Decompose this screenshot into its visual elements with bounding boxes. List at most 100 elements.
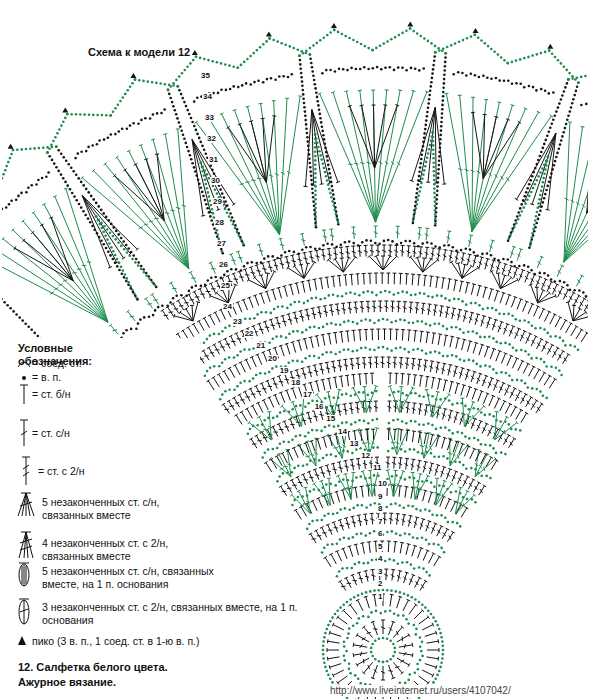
chain-dot <box>390 503 393 506</box>
chain-dot <box>446 355 449 358</box>
chain-dot <box>390 589 393 592</box>
stitch-top <box>420 331 424 332</box>
chain-dot <box>348 627 351 630</box>
chain-dot <box>427 394 430 397</box>
chain-dot <box>382 346 385 349</box>
chain-dot <box>334 484 337 487</box>
chain-dot <box>436 514 439 517</box>
chain-dot <box>492 415 495 418</box>
chain-dot <box>488 365 491 368</box>
stitch-symbol <box>412 431 414 442</box>
stitch-symbol <box>489 396 493 406</box>
chain-dot <box>439 398 442 401</box>
stitch-symbol <box>451 502 456 512</box>
chain-dot <box>326 543 329 546</box>
chain-dot <box>456 522 459 525</box>
stitch-top <box>438 639 439 643</box>
stitch-symbol <box>495 423 517 440</box>
chain-dot <box>421 349 424 352</box>
chain-dot <box>464 405 467 408</box>
stitch-symbol <box>330 633 342 637</box>
chain-dot <box>399 318 402 321</box>
stitch-symbol <box>422 625 433 630</box>
stitch-symbol <box>462 340 465 351</box>
chain-dot <box>322 644 325 647</box>
chain-dot <box>321 353 324 356</box>
stitch-cross <box>306 315 310 316</box>
chain-dot <box>327 512 330 515</box>
chain-dot <box>326 628 329 631</box>
stitch-symbol <box>505 404 510 414</box>
chain-dot <box>524 382 527 385</box>
chain-dot <box>472 360 475 363</box>
chain-dot <box>233 356 236 359</box>
stitch-top <box>335 491 339 492</box>
chain-dot <box>451 432 454 435</box>
chain-dot <box>477 439 480 442</box>
chain-dot <box>377 474 380 477</box>
stitch-symbol <box>293 388 297 398</box>
stitch-symbol <box>544 376 550 385</box>
chain-dot <box>326 323 329 326</box>
stitch-symbol <box>423 491 426 502</box>
stitch-symbol <box>357 635 369 642</box>
chain-dot <box>355 448 358 451</box>
chain-dot <box>360 475 363 478</box>
chain-dot <box>364 477 367 480</box>
stitch-top <box>288 418 292 420</box>
stitch-top <box>476 314 480 315</box>
stitch-symbol <box>399 486 400 497</box>
stitch-top <box>371 678 375 679</box>
chain-dot <box>471 498 474 501</box>
chain-dot <box>386 589 389 592</box>
stitch-symbol <box>343 490 346 501</box>
stitch-top <box>443 408 447 409</box>
chain-dot <box>508 343 511 346</box>
stitch-symbol <box>401 430 402 441</box>
chain-dot <box>395 474 398 477</box>
chain-dot <box>329 678 332 681</box>
stitch-top <box>257 323 261 324</box>
chain-dot <box>283 410 286 413</box>
chain-dot <box>369 319 372 322</box>
stitch-top <box>354 544 358 545</box>
chain-dot <box>515 428 518 431</box>
stitch-top <box>470 312 474 313</box>
chain-dot <box>433 485 436 488</box>
chain-dot <box>455 490 458 493</box>
chain-dot <box>397 614 400 617</box>
stitch-top <box>438 657 439 661</box>
chain-dot <box>282 472 285 475</box>
stitch-symbol <box>324 437 327 448</box>
chain-dot <box>372 446 375 449</box>
stitch-symbol <box>408 330 409 341</box>
chain-dot <box>358 391 361 394</box>
chain-dot <box>316 429 319 432</box>
chain-dot <box>419 509 422 512</box>
stitch-top <box>432 333 436 334</box>
stitch-symbol <box>408 374 409 385</box>
stitch-cross <box>404 644 405 648</box>
stitch-symbol <box>350 605 357 615</box>
chain-dot <box>421 480 424 483</box>
chain-dot <box>530 357 533 360</box>
chain-dot <box>437 543 440 546</box>
chain-dot <box>313 325 316 328</box>
stitch-cross <box>320 369 324 370</box>
chain-dot <box>264 451 267 454</box>
chain-dot <box>392 643 395 646</box>
stitch-symbol <box>355 487 357 498</box>
stitch-symbol <box>539 373 545 383</box>
stitch-symbol <box>236 333 241 343</box>
stitch-top <box>467 446 471 448</box>
chain-dot <box>409 673 412 676</box>
stitch-symbol <box>337 551 342 561</box>
stitch-cross <box>318 312 322 313</box>
stitch-symbol <box>325 558 331 567</box>
stitch-top <box>486 346 490 347</box>
chain-dot <box>417 348 420 351</box>
chain-dot <box>339 538 342 541</box>
stitch-top <box>329 631 330 635</box>
chain-dot <box>430 481 433 484</box>
stitch-symbol <box>529 367 534 377</box>
